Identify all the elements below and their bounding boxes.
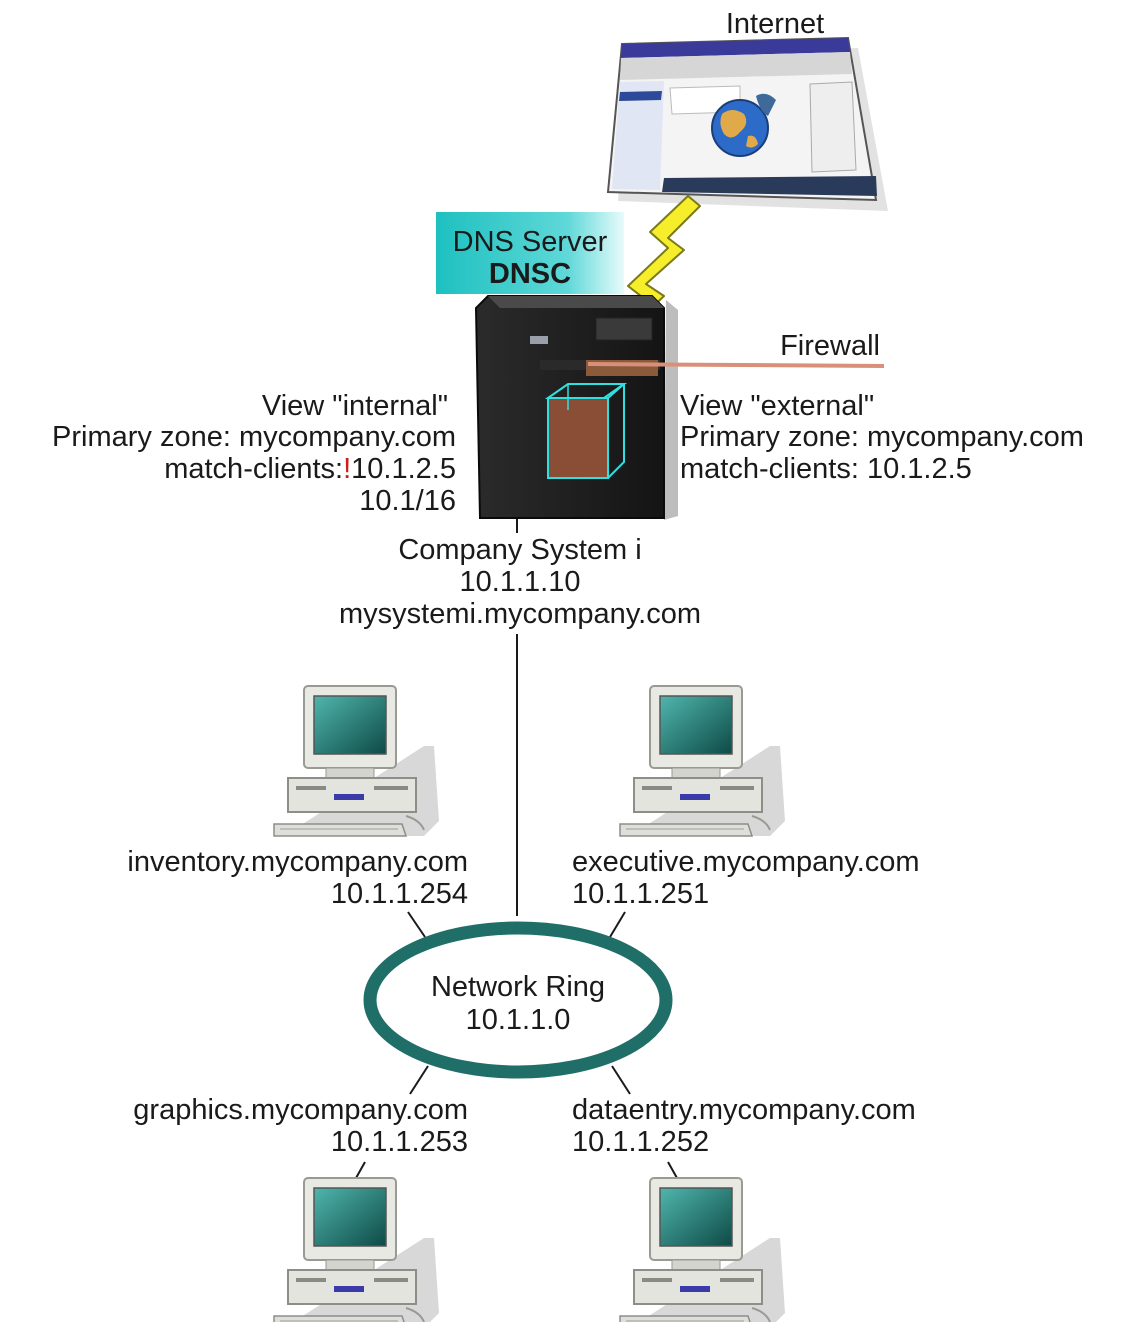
view-external-zone: Primary zone: mycompany.com bbox=[680, 421, 1084, 453]
host-inventory-ip: 10.1.1.254 bbox=[330, 878, 468, 910]
host-dataentry-name: dataentry.mycompany.com bbox=[572, 1094, 916, 1126]
pc-graphics bbox=[273, 1177, 440, 1322]
internet-label: Internet bbox=[725, 8, 825, 40]
view-internal-zone: Primary zone: mycompany.com bbox=[52, 421, 456, 453]
globe-icon bbox=[711, 93, 776, 157]
pc-dataentry bbox=[619, 1177, 786, 1322]
system-ip: 10.1.1.10 bbox=[459, 566, 581, 598]
view-internal-title: View "internal" bbox=[261, 390, 448, 422]
system-name: Company System i bbox=[398, 534, 642, 566]
view-internal-match: match-clients:!10.1.2.5 bbox=[0, 453, 456, 485]
pc-inventory bbox=[273, 685, 440, 837]
connection-lines bbox=[355, 517, 678, 1179]
view-internal-net: 10.1/16 bbox=[359, 485, 456, 517]
host-dataentry-ip: 10.1.1.252 bbox=[572, 1126, 710, 1158]
dns-server-name: DNSC bbox=[488, 258, 572, 290]
host-graphics-ip: 10.1.1.253 bbox=[330, 1126, 468, 1158]
host-executive-name: executive.mycompany.com bbox=[572, 846, 920, 878]
view-external-title: View "external" bbox=[680, 390, 875, 422]
dns-server-box bbox=[436, 212, 624, 294]
match-clients-ip: 10.1.2.5 bbox=[351, 453, 456, 485]
system-host: mysystemi.mycompany.com bbox=[338, 598, 702, 630]
match-clients-prefix: match-clients: bbox=[164, 453, 344, 485]
host-inventory-name: inventory.mycompany.com bbox=[127, 846, 468, 878]
network-ring bbox=[363, 921, 673, 1079]
pc-executive bbox=[619, 685, 786, 837]
dns-server-title: DNS Server bbox=[452, 226, 608, 258]
host-executive-ip: 10.1.1.251 bbox=[572, 878, 710, 910]
view-external-match: match-clients: 10.1.2.5 bbox=[680, 453, 972, 485]
ring-label: Network Ring bbox=[430, 971, 606, 1003]
server-tower-icon bbox=[474, 295, 678, 520]
firewall-line bbox=[587, 362, 885, 368]
firewall-label: Firewall bbox=[780, 330, 880, 362]
host-graphics-name: graphics.mycompany.com bbox=[133, 1094, 468, 1126]
negation-mark: ! bbox=[343, 453, 352, 485]
ring-ip: 10.1.1.0 bbox=[465, 1004, 571, 1036]
